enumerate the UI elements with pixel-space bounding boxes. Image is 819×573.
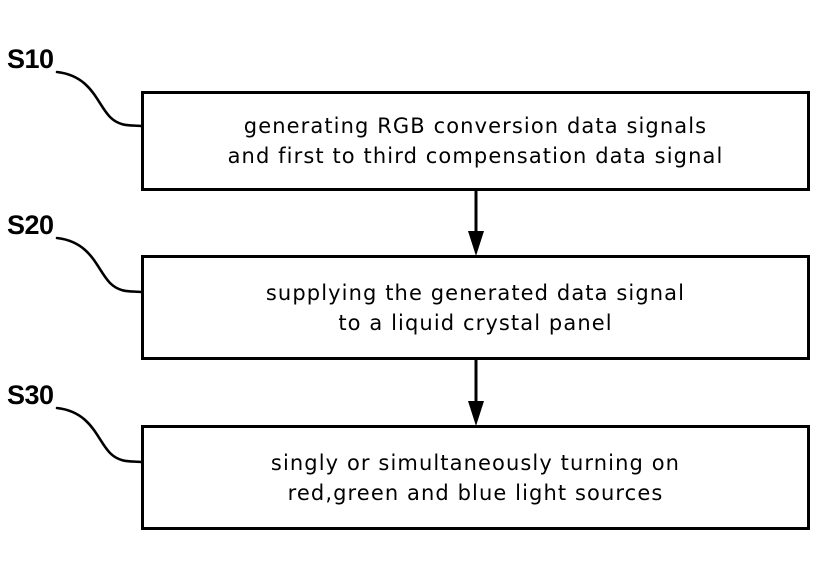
process-box-s30: singly or simultaneously turning on red,… <box>141 425 810 530</box>
process-box-s20-line-1: supplying the generated data signal <box>265 280 686 305</box>
step-label-s10: S10 <box>7 44 54 74</box>
arrow-s20-to-s30-head-icon <box>468 401 484 426</box>
leader-line-s10-icon <box>55 70 143 128</box>
leader-line-s20-icon <box>55 236 143 294</box>
process-box-s30-line-1: singly or simultaneously turning on <box>270 450 681 475</box>
process-box-s10-line-2: and first to third compensation data sig… <box>227 144 724 168</box>
process-box-s10: generating RGB conversion data signals a… <box>141 91 810 191</box>
process-box-s20-line-2: to a liquid crystal panel <box>338 310 613 335</box>
process-box-s30-line-2: red,green and blue light sources <box>287 480 664 505</box>
process-box-s20: supplying the generated data signal to a… <box>141 255 810 360</box>
process-box-s10-line-1: generating RGB conversion data signals <box>243 114 708 138</box>
step-label-s30: S30 <box>7 380 54 410</box>
leader-line-s30-icon <box>55 406 143 464</box>
arrow-s10-to-s20-head-icon <box>468 231 484 256</box>
step-label-s20: S20 <box>7 210 54 240</box>
